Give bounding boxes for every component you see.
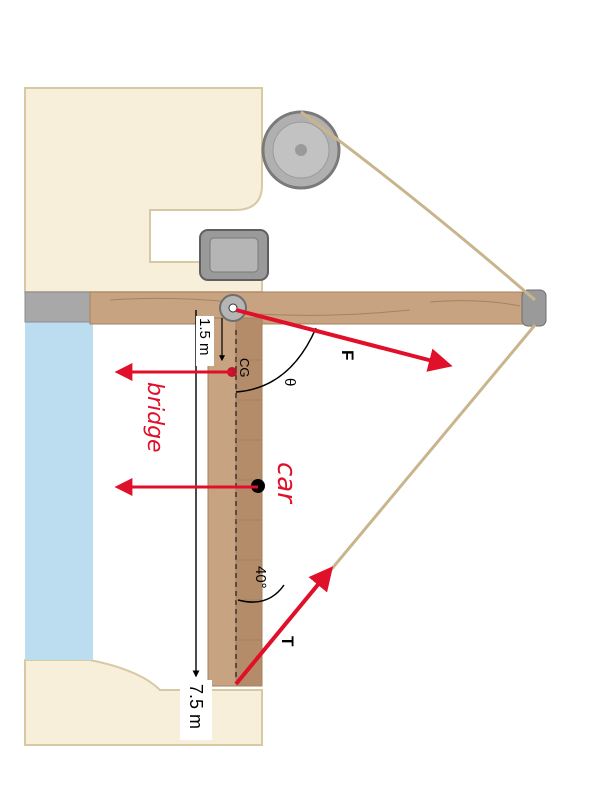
tension-label: T [278, 636, 297, 647]
pulley-wheel [261, 110, 341, 190]
tension-arrow [234, 566, 334, 686]
bridge-annotation: bridge [142, 382, 167, 453]
moat-water [25, 322, 93, 660]
theta-label: θ [281, 378, 298, 386]
angle-40-label: 40° [252, 566, 269, 589]
theta-arc [235, 327, 317, 393]
hinge [219, 294, 247, 322]
length-dimension: 7.5 m [180, 310, 212, 740]
force-f-arrow [235, 308, 453, 372]
cg-distance-dimension: 1.5 m [196, 316, 225, 366]
angle-40-arc [237, 584, 285, 603]
horizontal-beam [89, 291, 531, 325]
cg-label: CG [237, 358, 252, 378]
car-annotation: car [271, 462, 301, 505]
beam-end-cap [521, 289, 547, 327]
force-f-label: F [338, 350, 357, 360]
wall-stone [24, 291, 94, 323]
length-label: 7.5 m [186, 684, 206, 729]
rope [233, 110, 537, 686]
cg-distance-label: 1.5 m [196, 318, 213, 356]
